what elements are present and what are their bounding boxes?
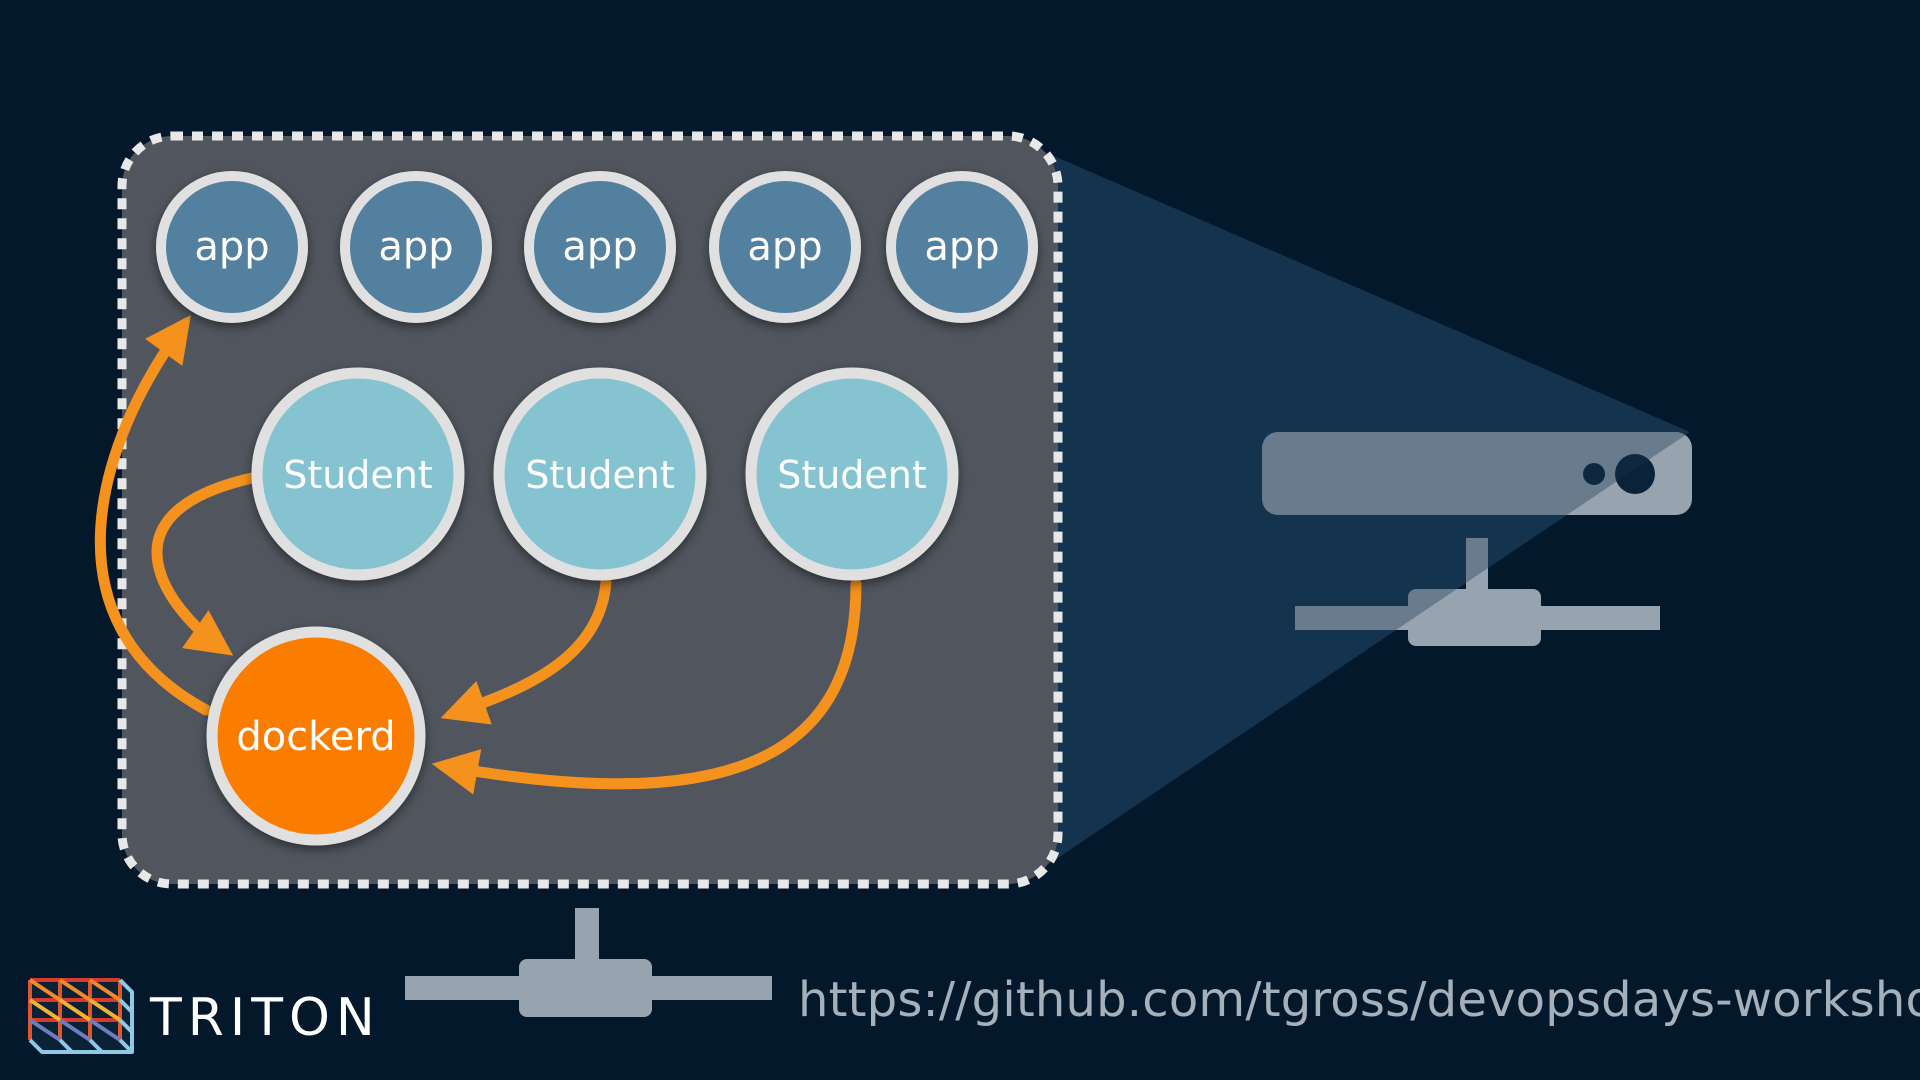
student-label: Student: [777, 453, 927, 497]
student-label: Student: [283, 453, 433, 497]
student-label: Student: [525, 453, 675, 497]
student-node: Student: [745, 367, 959, 581]
app-node: app: [156, 171, 308, 323]
student-node: Student: [251, 367, 465, 581]
repo-url[interactable]: https://github.com/tgross/devopsdays-wor…: [798, 972, 1920, 1028]
host-base-icon: [405, 908, 772, 1017]
app-node: app: [709, 171, 861, 323]
app-node: app: [340, 171, 492, 323]
server-icon: [1262, 432, 1692, 646]
dockerd-label: dockerd: [236, 714, 395, 760]
arrows: [94, 315, 862, 795]
arrow-student3-to-dockerd: [431, 578, 862, 795]
arrow-student2-to-dockerd: [440, 576, 612, 725]
arrow-student1-to-dockerd: [151, 472, 258, 656]
brand-name: TRITON: [150, 988, 381, 1048]
app-node: app: [886, 171, 1038, 323]
app-node: app: [524, 171, 676, 323]
app-label: app: [562, 224, 637, 270]
app-label: app: [924, 224, 999, 270]
triton-logo-icon: [28, 978, 134, 1054]
projection-beam-overlay: [1040, 150, 1690, 870]
dockerd-node: dockerd: [206, 626, 426, 846]
app-label: app: [194, 224, 269, 270]
app-label: app: [747, 224, 822, 270]
student-node: Student: [493, 367, 707, 581]
arrow-dockerd-to-app: [94, 315, 212, 716]
app-label: app: [378, 224, 453, 270]
